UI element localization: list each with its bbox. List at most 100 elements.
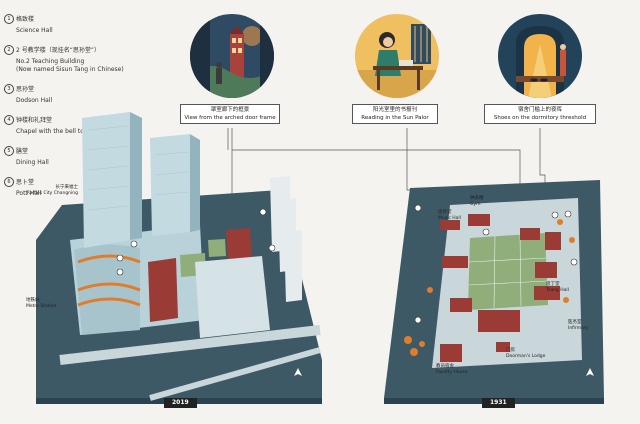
label-gym: 钟表楼 Gym bbox=[470, 196, 484, 208]
label-english: Gym bbox=[470, 202, 481, 207]
label-english: Raffles City Changning bbox=[26, 191, 78, 196]
historic-building bbox=[468, 214, 490, 226]
caption-chinese: 罩室廊下的框景 bbox=[210, 107, 250, 113]
north-arrow-icon bbox=[294, 368, 302, 376]
label-music-hall: 思孙堂 Music Hall bbox=[438, 210, 461, 222]
legend-number: 6 bbox=[4, 176, 14, 187]
label-doormans-lodge: 门房 Doorman's Lodge bbox=[506, 348, 545, 360]
lower-block bbox=[195, 256, 270, 338]
office-block bbox=[284, 230, 302, 302]
tree bbox=[563, 297, 569, 303]
label-chinese: 长宁来福士 bbox=[55, 185, 79, 190]
tree bbox=[419, 341, 425, 347]
label-english: Faculty House bbox=[436, 370, 468, 375]
caption-chinese: 阳光室里的书报刊 bbox=[372, 107, 417, 113]
legend-english-name: Chapel with the bell tower bbox=[16, 128, 95, 135]
lawn bbox=[208, 239, 226, 257]
tower-right-side bbox=[190, 134, 200, 232]
legend-chinese-name: 思孙堂 bbox=[16, 86, 35, 93]
tree bbox=[557, 219, 563, 225]
historic-building bbox=[545, 232, 561, 250]
road bbox=[149, 347, 321, 401]
label-metro-station: 地铁站 Metro Station bbox=[26, 298, 76, 310]
year-label-2019: 2019 bbox=[164, 398, 197, 408]
legend-english-name: No.2 Teaching Building bbox=[16, 58, 85, 65]
historic-building bbox=[148, 258, 178, 322]
historic-building bbox=[535, 262, 557, 278]
legend-english-name: Dodson Hall bbox=[16, 97, 53, 104]
reader-icon bbox=[355, 14, 439, 98]
legend-chinese-name: 思卜堂 bbox=[16, 179, 35, 186]
marker-1 bbox=[414, 204, 422, 212]
marker-4 bbox=[268, 244, 276, 252]
road bbox=[59, 325, 321, 365]
threshold-icon bbox=[498, 14, 582, 98]
legend-number: 3 bbox=[4, 83, 14, 94]
north-arrow-icon bbox=[586, 368, 594, 376]
tower-right bbox=[150, 134, 190, 236]
vignette-caption: 宿舍门槛上的夜晖 Shoes on the dormitory threshol… bbox=[484, 104, 596, 124]
label-infirmary: 医务室 Infirmary bbox=[568, 320, 588, 332]
orange-band bbox=[77, 282, 141, 292]
label-english: Music Hall bbox=[438, 216, 461, 221]
label-english: Infirmary bbox=[568, 326, 589, 331]
marker-4 bbox=[564, 210, 572, 218]
marker-5 bbox=[551, 211, 559, 219]
tree bbox=[427, 287, 433, 293]
arched-door-icon bbox=[190, 14, 274, 98]
orange-band bbox=[77, 297, 141, 307]
legend-english-note: (Now named Sisun Tang in Chinese) bbox=[16, 66, 124, 73]
tree bbox=[569, 237, 575, 243]
label-chinese: 教员宿舍 bbox=[436, 364, 454, 369]
legend-english-name: Science Hall bbox=[16, 27, 53, 34]
legend-chinese-name: 格致楼 bbox=[16, 16, 35, 23]
caption-english: View from the arched door frame bbox=[184, 115, 276, 121]
label-chinese: 门房 bbox=[506, 348, 515, 353]
legend-number: 2 bbox=[4, 44, 14, 55]
historic-building bbox=[450, 298, 472, 312]
label-english: Tsang Hall bbox=[546, 288, 569, 293]
tower-left-side bbox=[130, 112, 142, 240]
label-chinese: 地铁站 bbox=[26, 298, 40, 303]
legend-english-name: Pott Hall bbox=[16, 190, 42, 197]
tree bbox=[404, 336, 412, 344]
label-faculty-house: 教员宿舍 Faculty House bbox=[436, 364, 467, 376]
marker-3 bbox=[570, 258, 578, 266]
legend-number: 5 bbox=[4, 145, 14, 156]
legend-number: 4 bbox=[4, 114, 14, 125]
vignette-caption: 阳光室里的书报刊 Reading in the Sun Palor bbox=[352, 104, 438, 124]
historic-building bbox=[226, 228, 252, 262]
tower-left bbox=[82, 112, 130, 248]
historic-building bbox=[478, 310, 520, 332]
label-chinese: 医务室 bbox=[568, 320, 582, 325]
legend-chinese-name: 2 号教学楼（现挂名“思孙堂”） bbox=[16, 47, 100, 54]
marker-2 bbox=[116, 268, 124, 276]
vignette-caption: 罩室廊下的框景 View from the arched door frame bbox=[180, 104, 280, 124]
orange-band bbox=[77, 254, 141, 264]
caption-english: Shoes on the dormitory threshold bbox=[493, 115, 587, 121]
historic-building bbox=[440, 220, 460, 230]
marker-3 bbox=[130, 240, 138, 248]
label-english: Metro Station bbox=[26, 304, 57, 309]
vignette-arched-door bbox=[190, 14, 274, 98]
label-chinese: 思丁堂 bbox=[546, 282, 560, 287]
vignette-reader bbox=[355, 14, 439, 98]
tree bbox=[410, 348, 418, 356]
label-tsang-hall: 思丁堂 Tsang Hall bbox=[546, 282, 569, 294]
caption-english: Reading in the Sun Palor bbox=[361, 115, 429, 121]
historic-building bbox=[520, 228, 540, 240]
label-english: Doorman's Lodge bbox=[506, 354, 546, 359]
legend-chinese-name: 钟楼和礼拜堂 bbox=[16, 117, 53, 124]
historic-building bbox=[534, 286, 560, 300]
label-chinese: 思孙堂 bbox=[438, 210, 452, 215]
year-label-1931: 1931 bbox=[482, 398, 515, 408]
legend-chinese-name: 膳堂 bbox=[16, 148, 29, 155]
mall-wing bbox=[74, 244, 140, 335]
